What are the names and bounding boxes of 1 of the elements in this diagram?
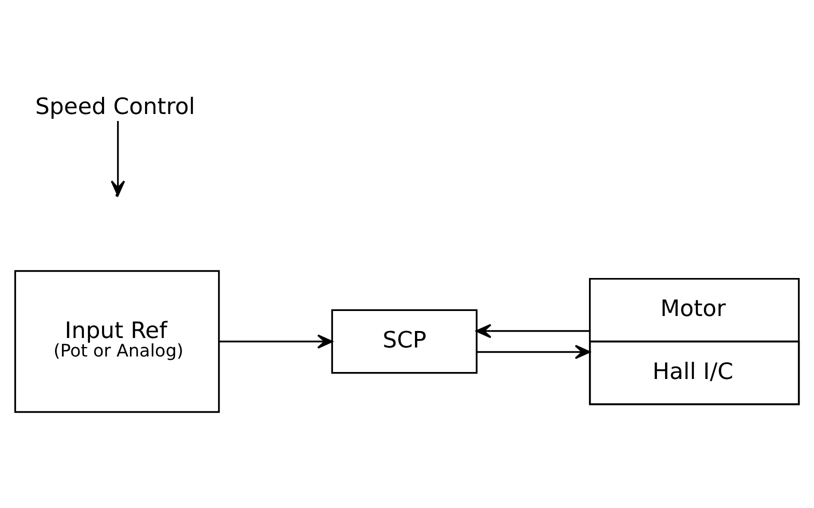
- node-text: Speed Control: [35, 94, 196, 120]
